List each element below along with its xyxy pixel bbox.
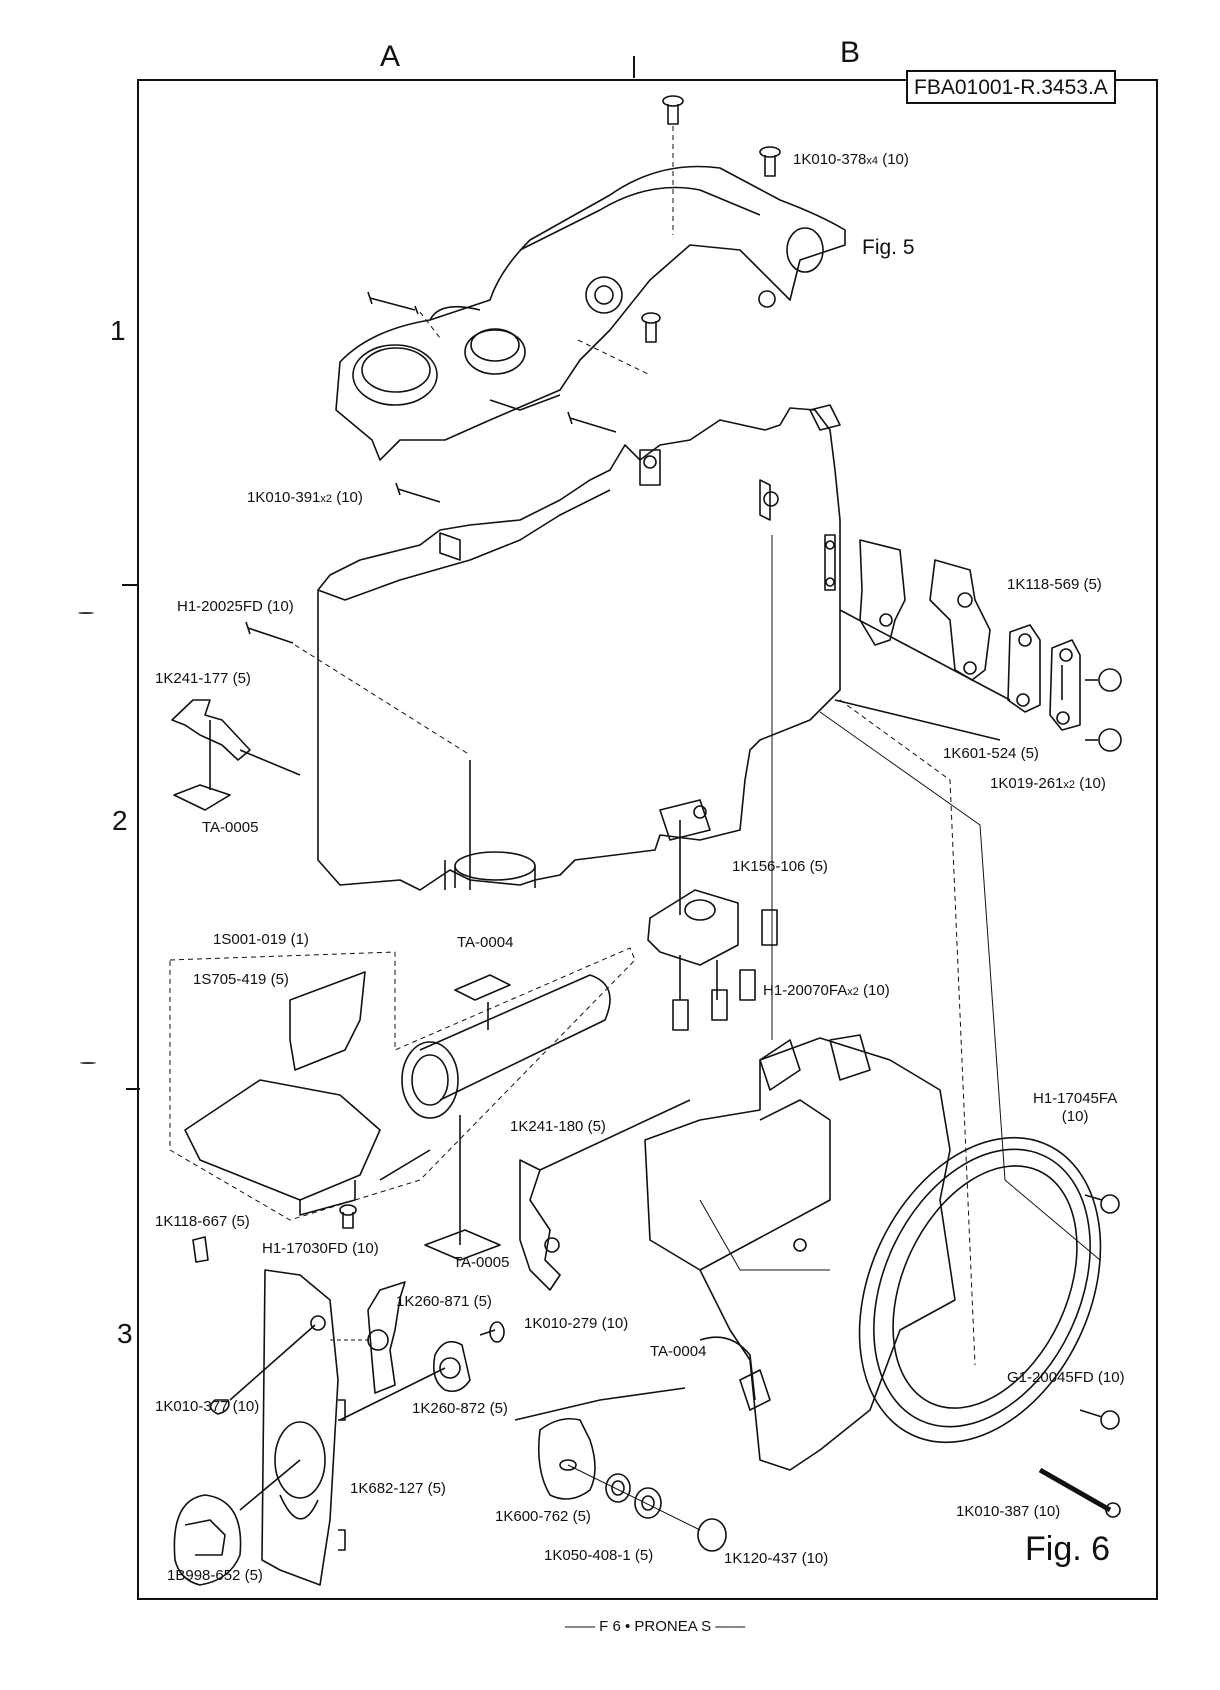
part-label: TA-0004 [650, 1343, 707, 1360]
row-label-3: 3 [117, 1318, 133, 1349]
row-divider-tick-2 [126, 1088, 140, 1090]
column-label-b: B [840, 36, 861, 69]
lens-mount-ring [813, 1099, 1148, 1517]
part-label: 1K260-871 (5) [396, 1293, 492, 1310]
part-label: G1-20045FD (10) [1007, 1369, 1125, 1386]
strap-lug-plates [835, 540, 1121, 751]
top-cover [336, 167, 845, 460]
part-label: 1K241-177 (5) [155, 670, 251, 687]
part-label: H1-20070FAx2 (10) [763, 982, 890, 999]
flex-part-a [172, 700, 300, 810]
row-divider-tick-1 [122, 584, 138, 586]
row-label-1: 1 [110, 315, 126, 346]
figure-title: Fig. 6 [1025, 1530, 1111, 1568]
column-divider-tick [633, 56, 635, 78]
row-label-2: 2 [112, 805, 128, 836]
part-label: 1K682-127 (5) [350, 1480, 446, 1497]
flex-part-b [520, 1100, 690, 1290]
gear-levers [330, 1282, 504, 1420]
part-label: 1K600-762 (5) [495, 1508, 591, 1525]
screws-top [246, 96, 780, 643]
drawing-frame [137, 79, 1158, 1600]
part-label: 1K241-180 (5) [510, 1118, 606, 1135]
battery-grip-cover [174, 1270, 345, 1585]
part-label: 1K010-378x4 (10) [793, 151, 909, 168]
part-label: 1K601-524 (5) [943, 745, 1039, 762]
punch-mark [80, 1062, 96, 1064]
part-label: 1S705-419 (5) [193, 971, 289, 988]
part-label: 1K050-408-1 (5) [544, 1547, 654, 1564]
camera-body [318, 405, 840, 890]
release-parts [515, 1388, 726, 1551]
part-label: 1S001-019 (1) [213, 931, 309, 948]
part-label: 1K010-391x2 (10) [247, 489, 363, 506]
part-label: TA-0005 [202, 819, 259, 836]
part-label: H1-20025FD (10) [177, 598, 294, 615]
part-label: H1-17045FA(10) [1033, 1090, 1118, 1125]
part-label: 1B998-652 (5) [167, 1567, 263, 1584]
column-label-a: A [380, 40, 401, 73]
grip-bracket [648, 820, 777, 1030]
punch-mark [78, 612, 94, 614]
flash-unit [170, 948, 635, 1262]
figure-reference: Fig. 5 [862, 236, 915, 259]
part-label: 1K156-106 (5) [732, 858, 828, 875]
document-id-box: FBA01001-R.3453.A [906, 70, 1116, 104]
part-label: 1K120-437 (10) [724, 1550, 829, 1567]
part-label: 1K118-667 (5) [155, 1213, 250, 1230]
part-label: 1K118-569 (5) [1007, 576, 1102, 593]
part-label: TA-0004 [457, 934, 514, 951]
part-label: 1K010-377 (10) [155, 1398, 260, 1415]
page-footer: —— F 6 • PRONEA S —— [565, 1618, 746, 1635]
mirror-box [645, 1035, 955, 1470]
part-label: TA-0005 [453, 1254, 510, 1271]
part-label: 1K019-261x2 (10) [990, 775, 1106, 792]
part-label: 1K010-279 (10) [524, 1315, 629, 1332]
part-label: 1K260-872 (5) [412, 1400, 508, 1417]
part-label: H1-17030FD (10) [262, 1240, 379, 1257]
part-label: 1K010-387 (10) [956, 1503, 1061, 1520]
